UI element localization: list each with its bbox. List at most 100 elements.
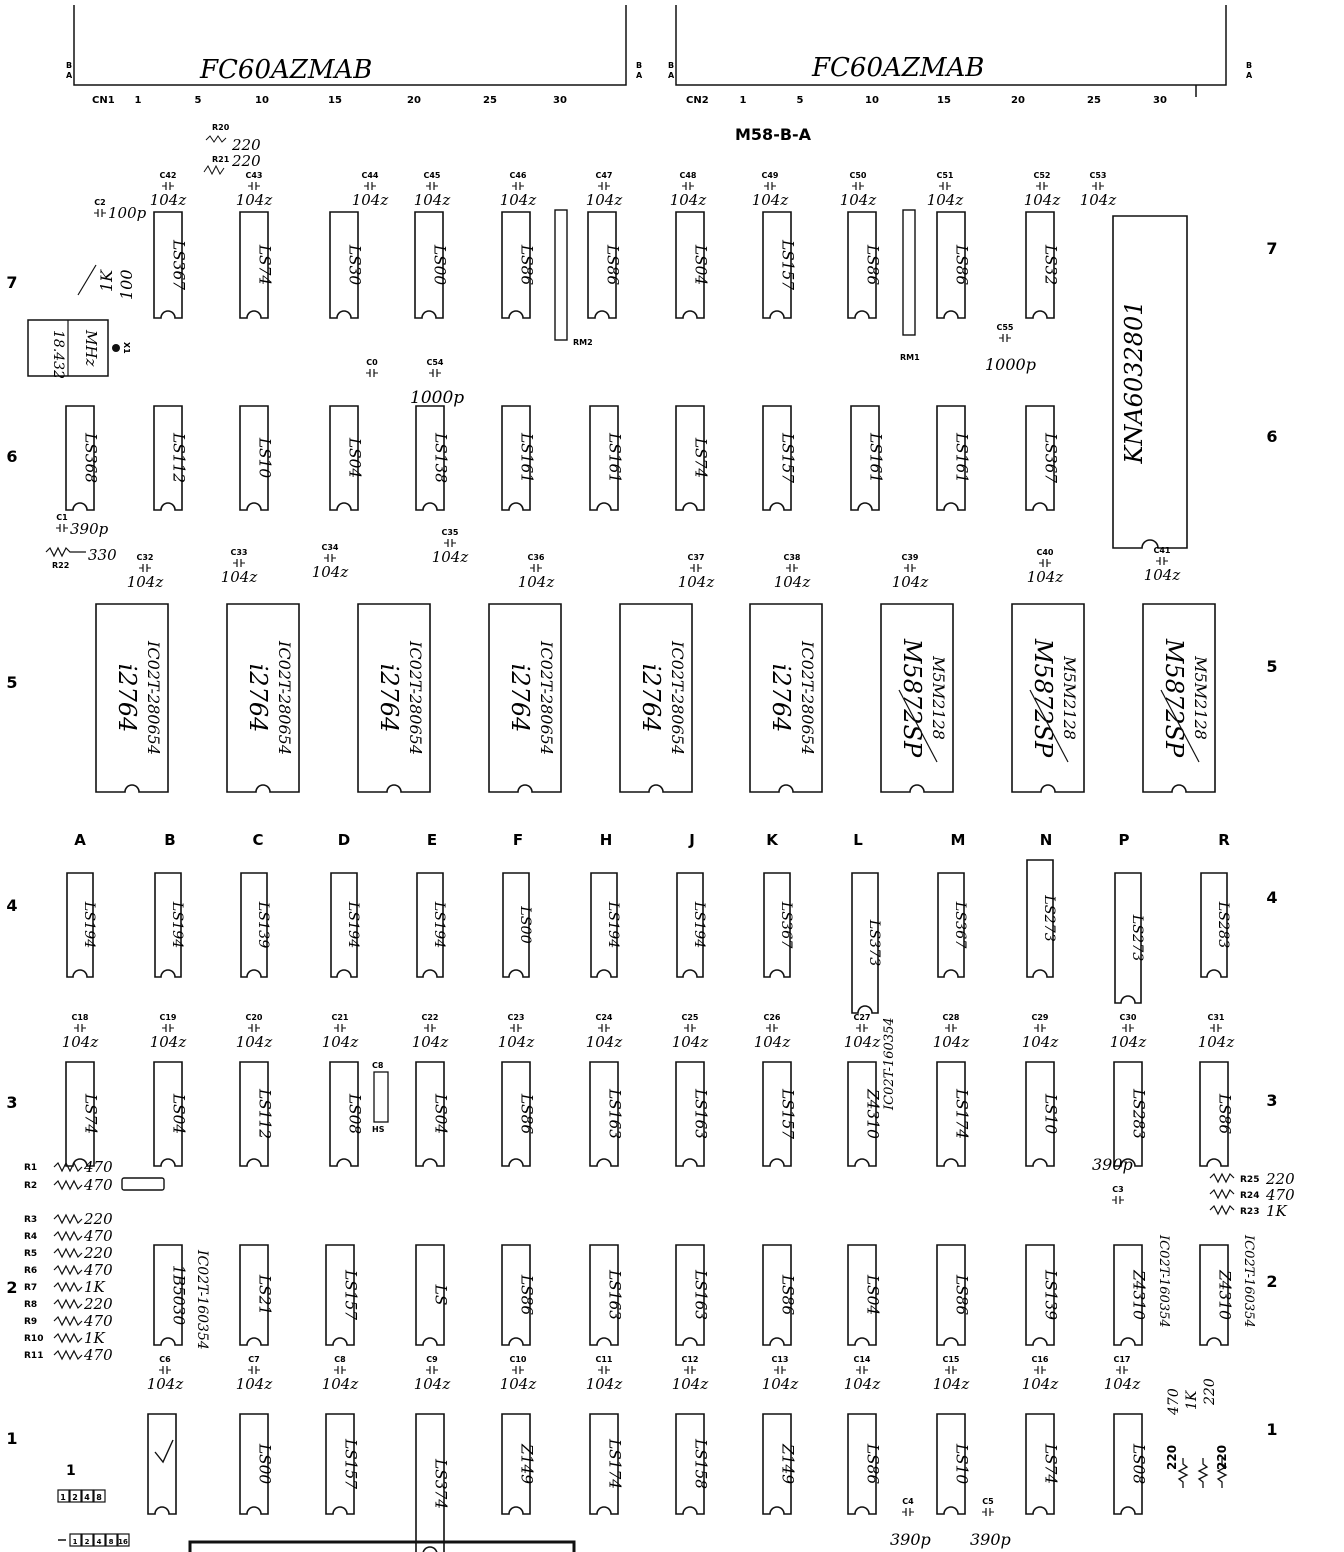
connector-side-label: B bbox=[636, 61, 642, 70]
cap-c55-value: 1000p bbox=[985, 355, 1036, 374]
chip-label: LS161 bbox=[952, 432, 970, 483]
cap-value: 104z bbox=[1027, 568, 1064, 586]
chip-label: LS174 bbox=[605, 1438, 623, 1489]
chip-row1 bbox=[147, 1413, 177, 1515]
chip-label: LS10 bbox=[952, 1443, 970, 1485]
cap-value: 104z bbox=[840, 191, 877, 209]
chip-label: KNA6032801 bbox=[1120, 300, 1148, 464]
chip-label: LS30 bbox=[345, 244, 363, 286]
chip-body bbox=[415, 1413, 445, 1552]
cn2-pin-number: 10 bbox=[865, 95, 879, 106]
cap-value: 104z bbox=[844, 1375, 881, 1393]
cap-ref: C46 bbox=[509, 171, 526, 180]
cap-c2: C2 bbox=[94, 198, 106, 217]
cap-ref: C47 bbox=[595, 171, 612, 180]
cap-ref: C55 bbox=[996, 323, 1013, 332]
connector-side-label: A bbox=[636, 71, 643, 80]
resistor-220-label: 220 bbox=[1165, 1445, 1179, 1470]
strike-line bbox=[898, 689, 938, 763]
chip-label: LS86 bbox=[517, 1093, 535, 1135]
r20-value: 220 bbox=[231, 136, 261, 154]
cap-value: 104z bbox=[586, 1375, 623, 1393]
chip-row4: LS273 bbox=[1114, 872, 1145, 1004]
chip-body bbox=[937, 872, 965, 978]
resistor-value: 470 bbox=[83, 1312, 113, 1330]
cap-ref: C12 bbox=[681, 1355, 698, 1364]
chip-label: LS86 bbox=[517, 244, 535, 286]
cap-ref: C5 bbox=[982, 1497, 994, 1506]
cap-value: 104z bbox=[150, 1033, 187, 1051]
chip-sublabel: IC02T-280654 bbox=[668, 640, 687, 755]
cap-c3: C3 bbox=[1112, 1185, 1124, 1204]
dip-switch-value: 8 bbox=[109, 1538, 114, 1546]
chip-label: LS157 bbox=[778, 432, 796, 483]
cn2-pin-number: 1 bbox=[740, 95, 747, 106]
chip-row4: LS00 bbox=[502, 872, 533, 978]
chip-row7: LS86 bbox=[587, 211, 621, 319]
cap-value: 104z bbox=[892, 573, 929, 591]
cap-value: 104z bbox=[322, 1375, 359, 1393]
resistor-zigzag bbox=[53, 1161, 83, 1173]
row-label-left-6: 6 bbox=[6, 447, 17, 466]
board-title: M58-B-A bbox=[735, 125, 812, 144]
chip-row3: LS04 bbox=[153, 1061, 187, 1167]
chip-label: LS194 bbox=[605, 901, 621, 949]
cap-value: 104z bbox=[1110, 1033, 1147, 1051]
cap-value: 104z bbox=[670, 191, 707, 209]
chip-body bbox=[1199, 1061, 1229, 1167]
chip-body bbox=[240, 872, 268, 978]
cap-value: 104z bbox=[762, 1375, 799, 1393]
heatsink-hs bbox=[373, 1071, 389, 1123]
resistor-value: 220 bbox=[1265, 1170, 1295, 1188]
cap-ref: C27 bbox=[853, 1013, 870, 1022]
cn1-pin-number: 25 bbox=[483, 95, 497, 106]
chip-row4: LS194 bbox=[416, 872, 447, 978]
dip-switch-value: 1 bbox=[73, 1538, 78, 1546]
chip-row1: Z149 bbox=[762, 1413, 796, 1515]
chip-body bbox=[851, 872, 879, 1014]
cap-ref: C2 bbox=[94, 198, 105, 207]
cap-ref: C15 bbox=[942, 1355, 959, 1364]
resistor-value: 470 bbox=[83, 1158, 113, 1176]
chip-body bbox=[936, 1061, 966, 1167]
chip-body bbox=[589, 405, 619, 511]
c8-small-label: C8 bbox=[372, 1061, 384, 1070]
chip-label: LS bbox=[431, 1284, 449, 1306]
chip-row3: LS10 bbox=[1025, 1061, 1059, 1167]
chip-row2: LS163 bbox=[675, 1244, 709, 1346]
dip-switch-cell bbox=[69, 1533, 82, 1547]
chip-label: LS04 bbox=[431, 1093, 449, 1134]
chip-row7: LS86 bbox=[936, 211, 970, 319]
chip-row3: LS86 bbox=[501, 1061, 535, 1167]
dip-switch-cell bbox=[105, 1533, 118, 1547]
cap-ref: C9 bbox=[426, 1355, 438, 1364]
column-label-J: J bbox=[688, 831, 695, 849]
chip-body bbox=[239, 1244, 269, 1346]
chip-body bbox=[587, 211, 617, 319]
chip-sublabel: M5M2128 bbox=[929, 655, 948, 740]
resistor-zigzag bbox=[1209, 1204, 1235, 1216]
cap-ref: C33 bbox=[230, 548, 247, 557]
chip-label: i2764 bbox=[375, 664, 403, 733]
chip-row3: LS86 bbox=[1199, 1061, 1233, 1167]
cap-value: 104z bbox=[322, 1033, 359, 1051]
resistor-r22-zigzag bbox=[45, 546, 86, 558]
